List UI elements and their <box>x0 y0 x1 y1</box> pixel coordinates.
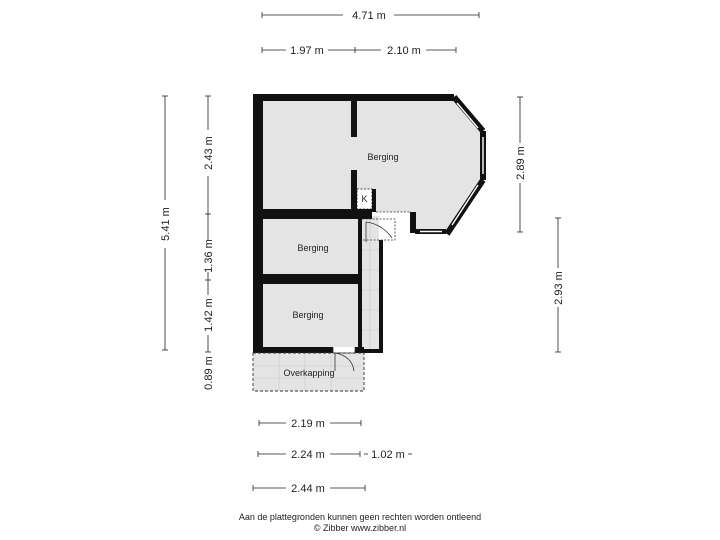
wall-h1 <box>253 209 372 219</box>
wall-low-right <box>358 284 362 353</box>
dim-left-d: 0.89 m <box>203 356 215 390</box>
berging-low-floor <box>261 284 358 347</box>
dim-bottom-d: 2.44 m <box>291 483 325 495</box>
wall-mid-right <box>358 216 362 274</box>
corridor-floor <box>362 216 379 349</box>
dim-right-upper: 2.89 m <box>515 146 527 180</box>
room-label-berging-mid: Berging <box>297 243 328 253</box>
wall-h2 <box>253 274 362 284</box>
dim-top-total: 4.71 m <box>352 10 386 22</box>
dim-left-b: 1.36 m <box>203 239 215 273</box>
walls <box>253 94 454 353</box>
room-label-closet: K <box>361 194 367 204</box>
floorplan-drawing: Berging Berging Berging Overkapping K <box>160 10 565 495</box>
room-label-overkapping: Overkapping <box>283 368 334 378</box>
wall-low-bottom-r <box>355 347 364 353</box>
bay-windows <box>420 102 484 233</box>
corridor-tiles <box>362 216 379 349</box>
dim-left-total: 5.41 m <box>160 207 172 241</box>
overkapping-tiles <box>253 353 364 391</box>
doors <box>332 211 410 372</box>
wall-door-post <box>410 212 416 233</box>
disclaimer-text: Aan de plattegronden kunnen geen rechten… <box>238 512 482 522</box>
dimension-lines <box>162 12 561 491</box>
wall-stub-mid <box>351 170 357 209</box>
wall-low-bottom <box>253 347 333 353</box>
closet-k <box>356 188 373 210</box>
dim-left-c: 1.42 m <box>203 298 215 332</box>
overkapping-floor <box>253 353 364 391</box>
dim-bottom-c: 1.02 m <box>371 449 405 461</box>
wall-stub-top <box>351 101 357 137</box>
overkapping-outline <box>252 352 365 392</box>
dim-bottom-b: 2.24 m <box>291 449 325 461</box>
wall-k-right <box>372 189 376 212</box>
berging-top-floor <box>263 101 481 233</box>
room-label-berging-top: Berging <box>367 152 398 162</box>
dim-right-lower: 2.93 m <box>553 271 565 305</box>
wall-top <box>253 94 454 101</box>
floor-areas <box>253 101 481 391</box>
wall-corridor-right <box>379 240 383 353</box>
copyright-text: © Zibber www.zibber.nl <box>313 523 407 533</box>
dim-top-right: 2.10 m <box>387 45 421 57</box>
berging-mid-floor <box>263 219 358 274</box>
wall-left-outer <box>253 94 263 353</box>
dim-left-a: 2.43 m <box>203 136 215 170</box>
room-label-berging-low: Berging <box>292 310 323 320</box>
dim-top-left: 1.97 m <box>290 45 324 57</box>
wall-corridor-bottom <box>362 349 383 353</box>
dim-bottom-a: 2.19 m <box>291 418 325 430</box>
